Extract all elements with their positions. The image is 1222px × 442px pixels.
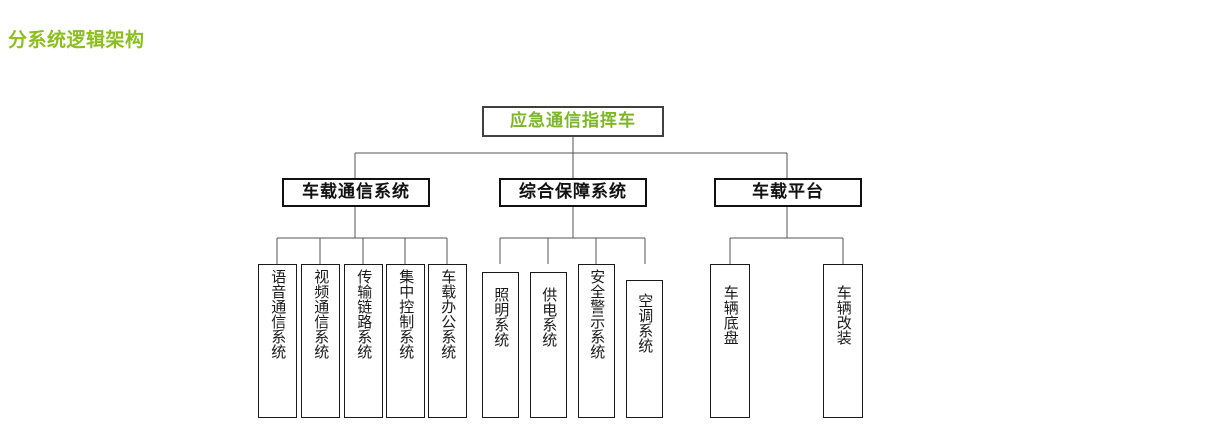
node-leaf-vehicle-modification[interactable]: 车辆改装 (823, 264, 863, 418)
node-leaf-label: 空调系统 (636, 293, 655, 353)
node-leaf-transmission-link-system[interactable]: 传输链路系统 (344, 264, 383, 418)
node-leaf-label: 车辆改装 (834, 285, 853, 345)
node-leaf-voice-communication-system[interactable]: 语音通信系统 (258, 264, 297, 418)
node-branch-label: 车载通信系统 (302, 182, 410, 202)
node-leaf-label: 车载办公系统 (439, 269, 458, 359)
node-leaf-lighting-system[interactable]: 照明系统 (482, 272, 519, 418)
node-leaf-video-communication-system[interactable]: 视频通信系统 (301, 264, 340, 418)
node-leaf-onboard-office-system[interactable]: 车载办公系统 (428, 264, 467, 418)
node-leaf-label: 供电系统 (540, 287, 559, 347)
page-title: 分系统逻辑架构 (8, 29, 145, 51)
node-branch-vehicle-communication-system[interactable]: 车载通信系统 (282, 178, 430, 207)
node-leaf-label: 集中控制系统 (397, 269, 416, 359)
node-leaf-label: 照明系统 (492, 287, 511, 347)
node-leaf-power-supply-system[interactable]: 供电系统 (530, 272, 567, 418)
node-root[interactable]: 应急通信指挥车 (482, 106, 664, 137)
node-root-label: 应急通信指挥车 (510, 111, 636, 131)
node-leaf-label: 语音通信系统 (269, 269, 288, 359)
node-leaf-label: 视频通信系统 (312, 269, 331, 359)
node-leaf-vehicle-chassis[interactable]: 车辆底盘 (710, 264, 750, 418)
node-leaf-air-conditioning-system[interactable]: 空调系统 (626, 280, 663, 418)
node-branch-label: 综合保障系统 (519, 182, 627, 202)
node-leaf-label: 车辆底盘 (721, 285, 740, 345)
node-leaf-label: 传输链路系统 (355, 269, 374, 359)
node-branch-vehicle-platform[interactable]: 车载平台 (714, 178, 862, 207)
node-leaf-label: 安全警示系统 (588, 269, 607, 359)
node-leaf-safety-warning-system[interactable]: 安全警示系统 (578, 264, 615, 418)
node-branch-integrated-support-system[interactable]: 综合保障系统 (499, 178, 647, 207)
node-branch-label: 车载平台 (752, 182, 824, 202)
node-leaf-centralized-control-system[interactable]: 集中控制系统 (386, 264, 425, 418)
